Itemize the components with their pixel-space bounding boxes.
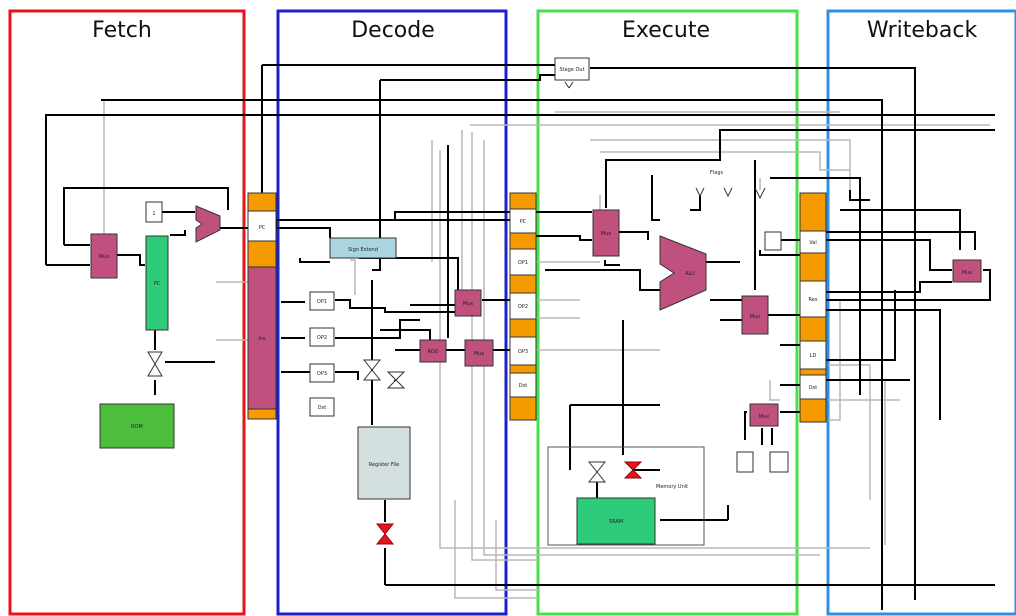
const-one-box (145, 201, 163, 223)
decode-mux-b (464, 339, 494, 367)
fd-pc-field: PC (259, 225, 266, 231)
ew-ld-field: LD (810, 353, 817, 359)
rom-label: ROM (131, 424, 143, 430)
flags-arrows-icon (695, 187, 733, 198)
execute-flag-box (764, 231, 782, 251)
stage-output-label: Stage Out (559, 67, 584, 73)
execute-mux-b-label: Mux (750, 314, 760, 320)
fetch-mux-label: Mux (99, 254, 109, 260)
decode-stage-frame (276, 9, 508, 616)
ew-res-field: Res (809, 297, 818, 303)
de-dst-field: Dst (519, 383, 527, 389)
decode-op1-box (309, 291, 335, 311)
decode-dst-label: Dst (318, 405, 326, 411)
decode-mux-a-label: Mux (463, 301, 473, 307)
register-file-tristate-icon (375, 523, 395, 545)
writeback-mux (952, 259, 982, 283)
de-op1-field: OP1 (518, 260, 528, 266)
decode-op2-box (309, 327, 335, 347)
sign-extend-label: Sign Extend (348, 247, 378, 253)
decode-op3-label: OP3 (317, 371, 327, 377)
sram-label: SRAM (609, 519, 623, 525)
fetch-stage-frame (8, 9, 246, 616)
memory-unit-label: Memory Unit (656, 484, 688, 490)
execute-mux-c-label: Mux (759, 414, 769, 420)
decode-mux-a (454, 289, 482, 317)
const-one-label: 1 (152, 211, 155, 217)
de-pipeline-register (509, 192, 537, 421)
decode-mux-b-label: Mux (474, 351, 484, 357)
fetch-pc-mux (90, 233, 118, 279)
writeback-stage-frame (826, 9, 1016, 616)
stage-output-arrows-icon (564, 81, 574, 89)
de-pc-field: PC (520, 219, 527, 225)
pc-register (145, 235, 169, 331)
execute-mux-a-label: Mux (601, 231, 611, 237)
decode-adder-label: ADD (427, 349, 438, 355)
fetch-tristate-icon (147, 351, 163, 377)
execute-stage-frame (536, 9, 799, 616)
decode-stage-title: Decode (351, 18, 435, 43)
fd-ins-field: Ins (258, 336, 266, 342)
alu-block (659, 235, 707, 311)
ew-pipeline-register (799, 192, 827, 423)
de-op2-field: OP2 (518, 304, 528, 310)
register-file-block (357, 426, 411, 500)
execute-small-box-a (736, 451, 754, 473)
writeback-mux-label: Mux (962, 270, 972, 276)
sram-block (576, 497, 656, 545)
fd-pipeline-register (247, 192, 277, 420)
de-op3-field: OP3 (518, 349, 528, 355)
execute-small-box-b (769, 451, 789, 473)
ew-val-field: Val (809, 240, 817, 246)
flag-input-icon (754, 187, 766, 200)
memory-unit-frame (547, 446, 705, 546)
gray-wires (103, 100, 990, 599)
ew-dst-field: Dst (809, 385, 817, 391)
execute-stage-title: Execute (622, 18, 710, 43)
stage-output-box (554, 57, 590, 81)
execute-mux-a (592, 209, 620, 257)
fetch-stage-title: Fetch (92, 18, 152, 43)
decode-op1-label: OP1 (317, 299, 327, 305)
pc-register-label: PC (154, 281, 161, 287)
decode-tristate-icon-a (362, 359, 382, 381)
memory-tristate-icon-b (623, 461, 643, 479)
memory-tristate-icon-a (587, 461, 607, 483)
execute-mux-b (741, 295, 769, 335)
decode-op3-box (309, 363, 335, 383)
decode-adder-box (419, 339, 447, 363)
decode-dst-box (309, 397, 335, 417)
flags-label: Flags (710, 170, 724, 176)
rom-block (99, 403, 175, 449)
writeback-stage-title: Writeback (867, 18, 978, 43)
decode-tristate-icon-b (386, 371, 406, 389)
register-file-label: Register File (369, 462, 400, 468)
alu-label: ALU (685, 271, 695, 277)
execute-mux-c (749, 403, 779, 427)
fetch-adder (195, 205, 221, 243)
decode-op2-label: OP2 (317, 335, 327, 341)
sign-extend-block (329, 237, 397, 259)
